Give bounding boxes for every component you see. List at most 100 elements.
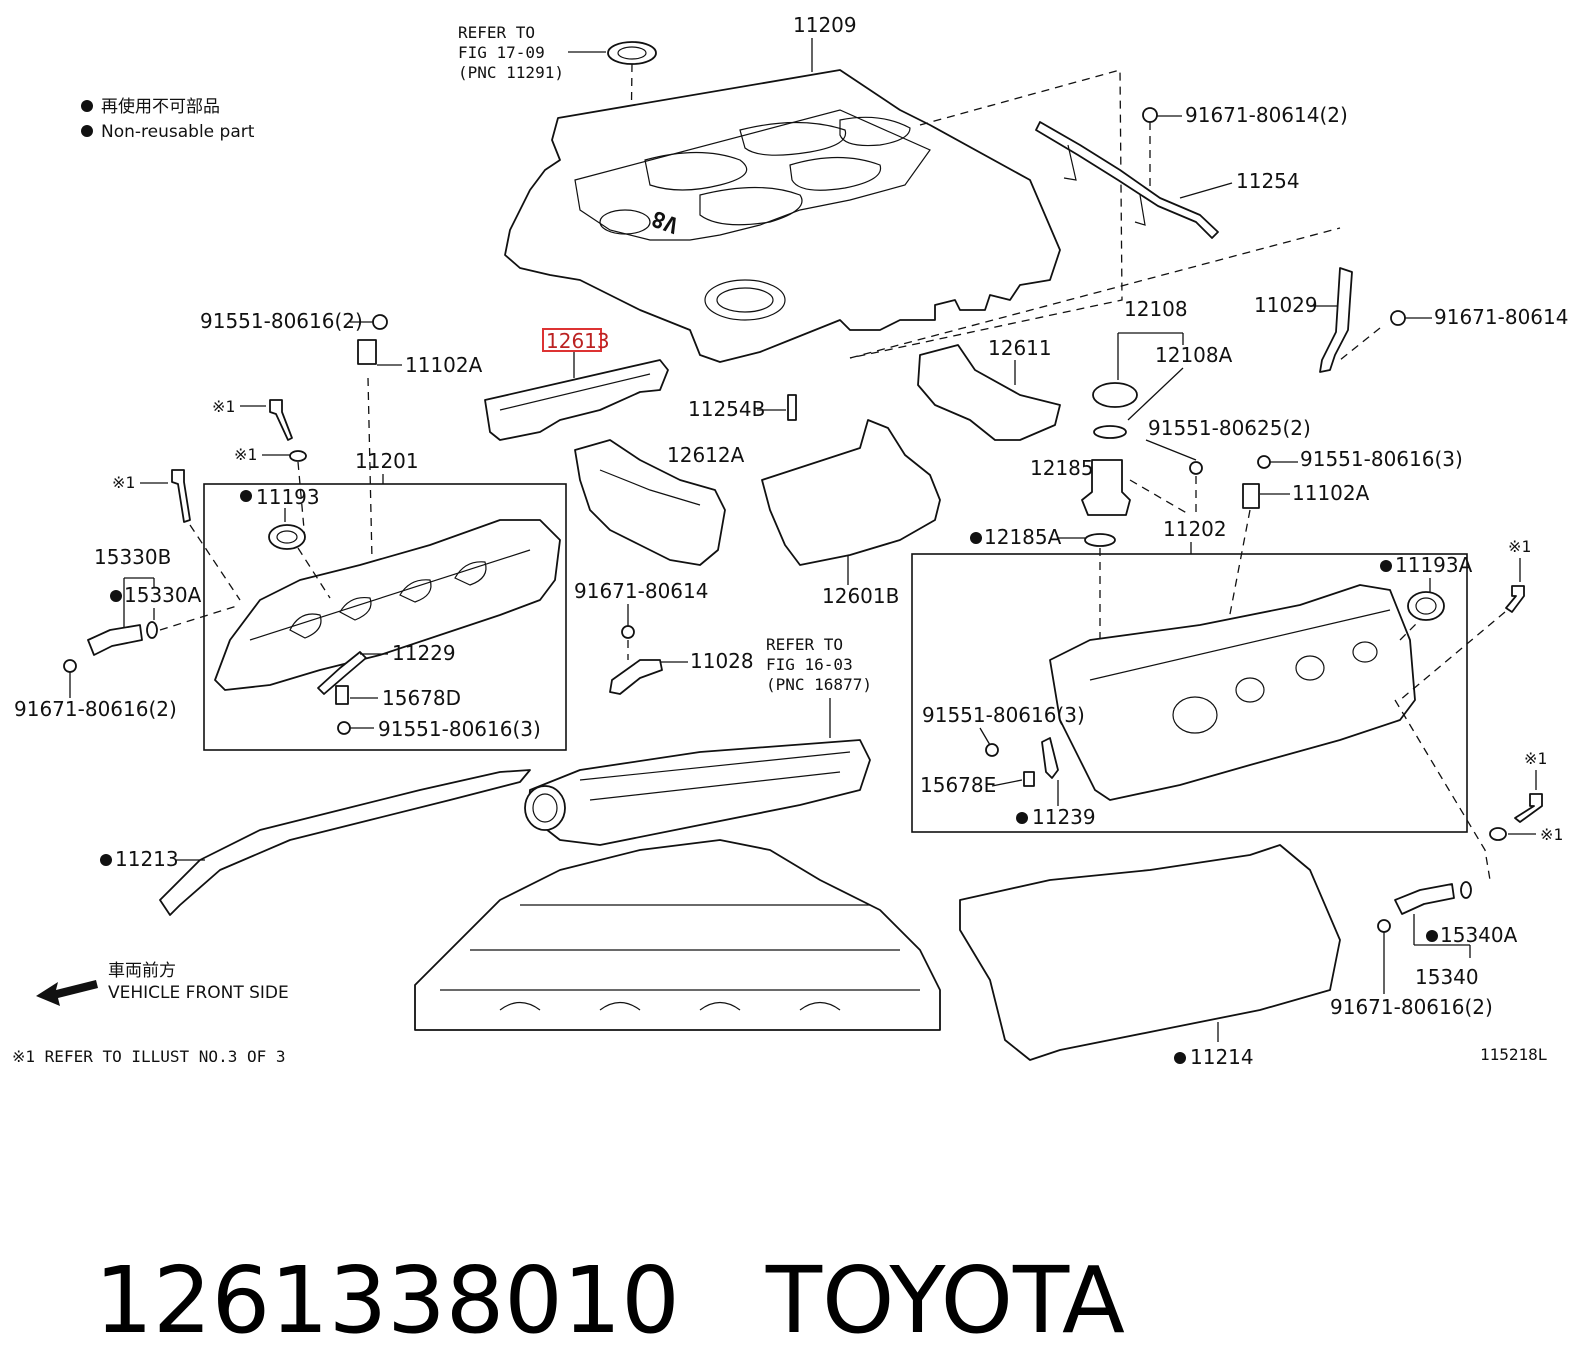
part-number: 1261338010 [94, 1247, 680, 1354]
label-11029: 11029 [1254, 293, 1318, 317]
label-11102A-left: 11102A [405, 353, 483, 377]
intake-manifold [524, 739, 871, 846]
direction-english: VEHICLE FRONT SIDE [108, 983, 289, 1003]
non-reusable-11213-icon [100, 854, 112, 866]
non-reusable-11193A-icon [1380, 560, 1392, 572]
label-91551-80616-2: 91551-80616(2) [200, 309, 363, 333]
seal-11193-icon [268, 524, 306, 550]
label-11254: 11254 [1236, 169, 1300, 193]
x1-mark-b: ※1 [234, 445, 257, 464]
oil-filler-neck-icon [1081, 459, 1131, 516]
non-reusable-bullet-icon [81, 125, 93, 137]
x1-mark-d: ※1 [1508, 537, 1531, 556]
label-11202: 11202 [1163, 517, 1227, 541]
label-11193A: 11193A [1395, 553, 1473, 577]
box-11202 [911, 553, 1468, 833]
bracket-11254 [1035, 121, 1219, 239]
bolt-icon [171, 469, 191, 523]
washer-icon [289, 450, 307, 462]
refer-fig17-line1: REFER TO [458, 23, 535, 42]
label-91671-80614-2: 91671-80614(2) [1185, 103, 1348, 127]
label-15340: 15340 [1415, 965, 1479, 989]
bolt-icon [1514, 793, 1543, 823]
non-reusable-bullet-icon [81, 100, 93, 112]
gasket-11214 [959, 844, 1341, 1061]
label-12611: 12611 [988, 336, 1052, 360]
x1-mark-a: ※1 [212, 397, 235, 416]
direction-japanese: 車両前方 [108, 961, 176, 981]
refer-fig16-line1: REFER TO [766, 635, 843, 654]
legend-japanese: 再使用不可部品 [101, 96, 220, 117]
label-91551-80616-3-right: 91551-80616(3) [1300, 447, 1463, 471]
x1-mark-c: ※1 [112, 473, 135, 492]
head-cover-right [1049, 584, 1416, 801]
label-91671-80616-2-right: 91671-80616(2) [1330, 995, 1493, 1019]
ocv-left-icon [87, 624, 143, 656]
cam-sensor-left-icon [357, 339, 377, 365]
legend-english: Non-reusable part [101, 122, 255, 142]
non-reusable-15340A-icon [1426, 930, 1438, 942]
label-91551-80616-3-left: 91551-80616(3) [378, 717, 541, 741]
part-caption: 1261338010 TOYOTA [36, 1140, 1126, 1354]
label-15678E: 15678E [920, 773, 996, 797]
label-91671-80614-mid: 91671-80614 [574, 579, 708, 603]
insulator-12601B [761, 419, 941, 566]
refer-fig16-line3: (PNC 16877) [766, 675, 872, 694]
illustration-code: 115218L [1480, 1045, 1547, 1064]
refer-fig17-line2: FIG 17-09 [458, 43, 545, 62]
label-11254B: 11254B [688, 397, 765, 421]
cam-sensor-right-icon [1242, 483, 1260, 509]
refer-fig16-line2: FIG 16-03 [766, 655, 853, 674]
label-15330A: 15330A [124, 583, 202, 607]
label-11028: 11028 [690, 649, 754, 673]
bolt-icon [1505, 585, 1525, 613]
label-91551-80616-3-mid: 91551-80616(3) [922, 703, 1085, 727]
gasket-11213 [159, 769, 531, 916]
washer-icon [1489, 827, 1507, 841]
footnote: ※1 REFER TO ILLUST NO.3 OF 3 [12, 1047, 286, 1066]
label-11239: 11239 [1032, 805, 1096, 829]
label-91551-80625-2: 91551-80625(2) [1148, 416, 1311, 440]
label-11213: 11213 [115, 847, 179, 871]
label-12601B: 12601B [822, 584, 899, 608]
label-12185: 12185 [1030, 456, 1094, 480]
non-reusable-15330A-icon [110, 590, 122, 602]
label-15340A: 15340A [1440, 923, 1518, 947]
label-12185A: 12185A [984, 525, 1062, 549]
vehicle-front-arrow-icon [36, 980, 98, 1006]
label-12108: 12108 [1124, 297, 1188, 321]
seal-11193A-icon [1407, 591, 1445, 621]
highlight-box-12613 [542, 328, 602, 352]
label-11201: 11201 [355, 449, 419, 473]
parts-diagram: 再使用不可部品 Non-reusable part REFER TO FIG 1… [12, 13, 1568, 1069]
engine-block [414, 839, 941, 1031]
label-91671-80616-2-left: 91671-80616(2) [14, 697, 177, 721]
refer-fig17-line3: (PNC 11291) [458, 63, 564, 82]
box-11201 [203, 483, 567, 751]
label-11214: 11214 [1190, 1045, 1254, 1069]
emblem-icon [607, 41, 657, 65]
non-reusable-11239-icon [1016, 812, 1028, 824]
insulator-12613 [484, 359, 669, 441]
brand-name: TOYOTA [765, 1247, 1125, 1354]
insulator-12611 [917, 344, 1061, 441]
label-15330B: 15330B [94, 545, 171, 569]
label-12108A: 12108A [1155, 343, 1233, 367]
engine-cover-11209: V8 [504, 69, 1061, 363]
bracket-11028-icon [609, 659, 663, 695]
label-11102A-right: 11102A [1292, 481, 1370, 505]
bracket-11029 [1319, 267, 1353, 373]
label-11229: 11229 [392, 641, 456, 665]
label-11209: 11209 [793, 13, 857, 37]
label-91671-80614-right: 91671-80614 [1434, 305, 1568, 329]
x1-mark-f: ※1 [1540, 825, 1563, 844]
insulator-12612A [574, 439, 726, 566]
label-15678D: 15678D [382, 686, 461, 710]
label-11193: 11193 [256, 485, 320, 509]
bolt-icon [269, 399, 293, 441]
oil-filler-cap-icon [1092, 382, 1138, 408]
ocv-right-icon [1394, 883, 1455, 915]
non-reusable-12185A-icon [970, 532, 982, 544]
head-cover-left [214, 519, 561, 691]
label-12612A: 12612A [667, 443, 745, 467]
